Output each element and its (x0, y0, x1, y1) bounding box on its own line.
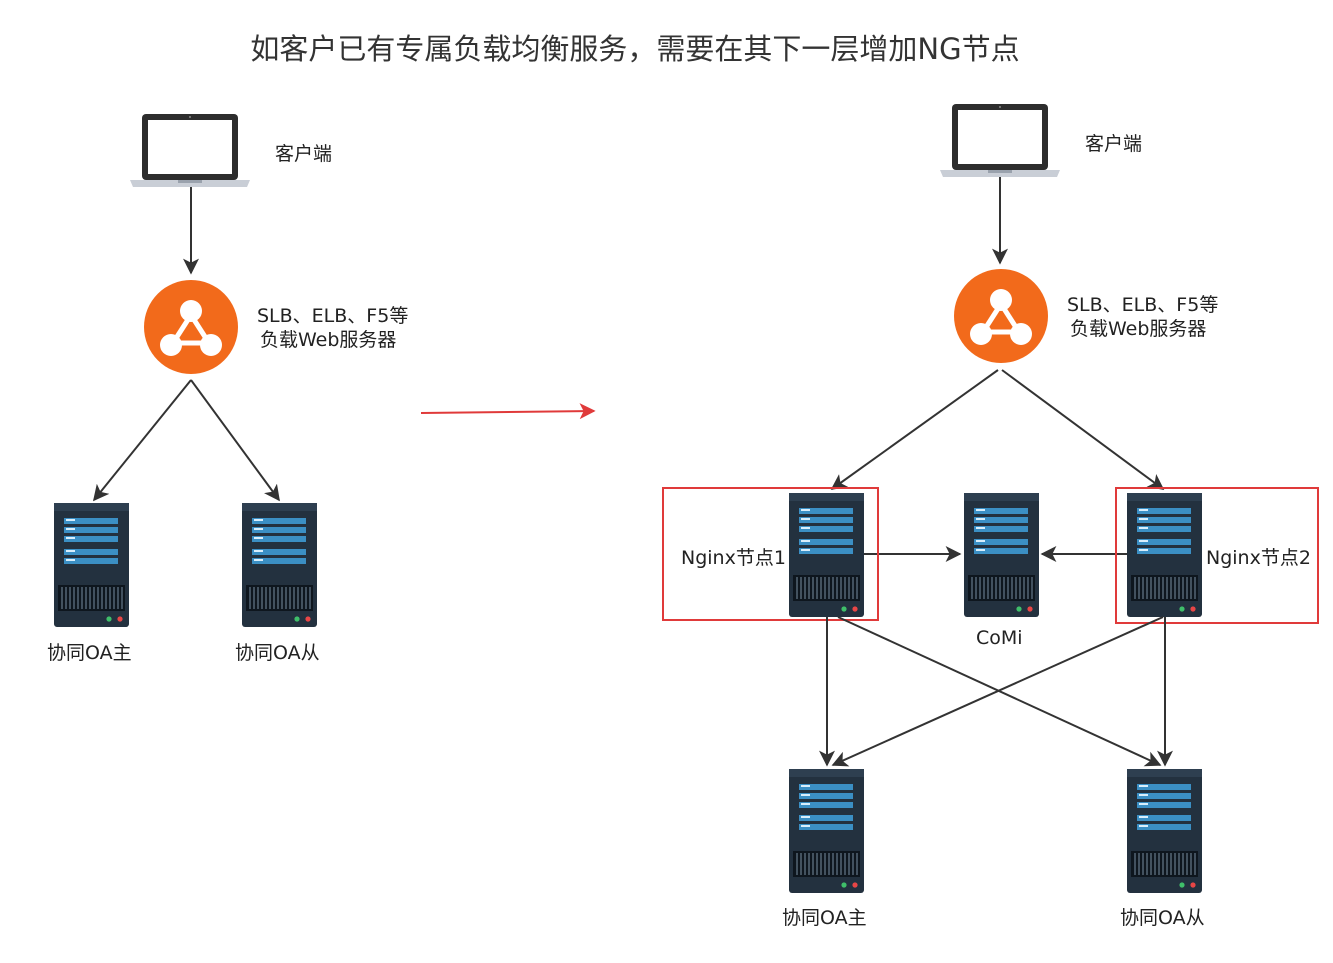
left-load-balancer-icon (144, 280, 238, 374)
left-arrow-lb-to-slave (190, 379, 280, 502)
right-server-master-icon (788, 768, 865, 894)
left-server-slave-icon (241, 502, 318, 628)
nginx2-server-icon (1126, 492, 1203, 618)
left-server-slave-label: 协同OA从 (235, 642, 320, 664)
nginx2-label: Nginx节点2 (1206, 547, 1311, 569)
left-server-master-label: 协同OA主 (47, 642, 132, 664)
right-arrow-lb-to-nginx2 (1001, 369, 1165, 490)
nginx1-server-icon (788, 492, 865, 618)
nginx1-highlight-box (662, 487, 879, 621)
left-arrow-lb-to-master (92, 379, 192, 502)
nginx2-highlight-box (1115, 487, 1319, 624)
left-client-laptop-icon (130, 114, 250, 187)
arrow-nginx2-to-master (831, 616, 1164, 767)
nginx1-label: Nginx节点1 (681, 547, 786, 569)
left-lb-label-line2: 负载Web服务器 (260, 329, 397, 351)
right-server-master-label: 协同OA主 (782, 907, 867, 929)
right-server-slave-label: 协同OA从 (1120, 907, 1205, 929)
left-server-master-icon (53, 502, 130, 628)
right-arrow-lb-to-nginx1 (830, 369, 999, 490)
right-client-label: 客户端 (1085, 133, 1143, 155)
right-client-laptop-icon (940, 104, 1060, 177)
right-load-balancer-icon (954, 269, 1048, 363)
right-lb-label-line1: SLB、ELB、F5等 (1067, 294, 1219, 316)
comi-label: CoMi (976, 627, 1023, 649)
left-lb-label-line1: SLB、ELB、F5等 (257, 305, 409, 327)
comi-server-icon (963, 492, 1040, 618)
left-client-label: 客户端 (275, 143, 333, 165)
right-lb-label-line2: 负载Web服务器 (1070, 318, 1207, 340)
transition-arrow (420, 403, 596, 420)
right-server-slave-icon (1126, 768, 1203, 894)
diagram-title: 如客户已有专属负载均衡服务，需要在其下一层增加NG节点 (250, 32, 1020, 66)
